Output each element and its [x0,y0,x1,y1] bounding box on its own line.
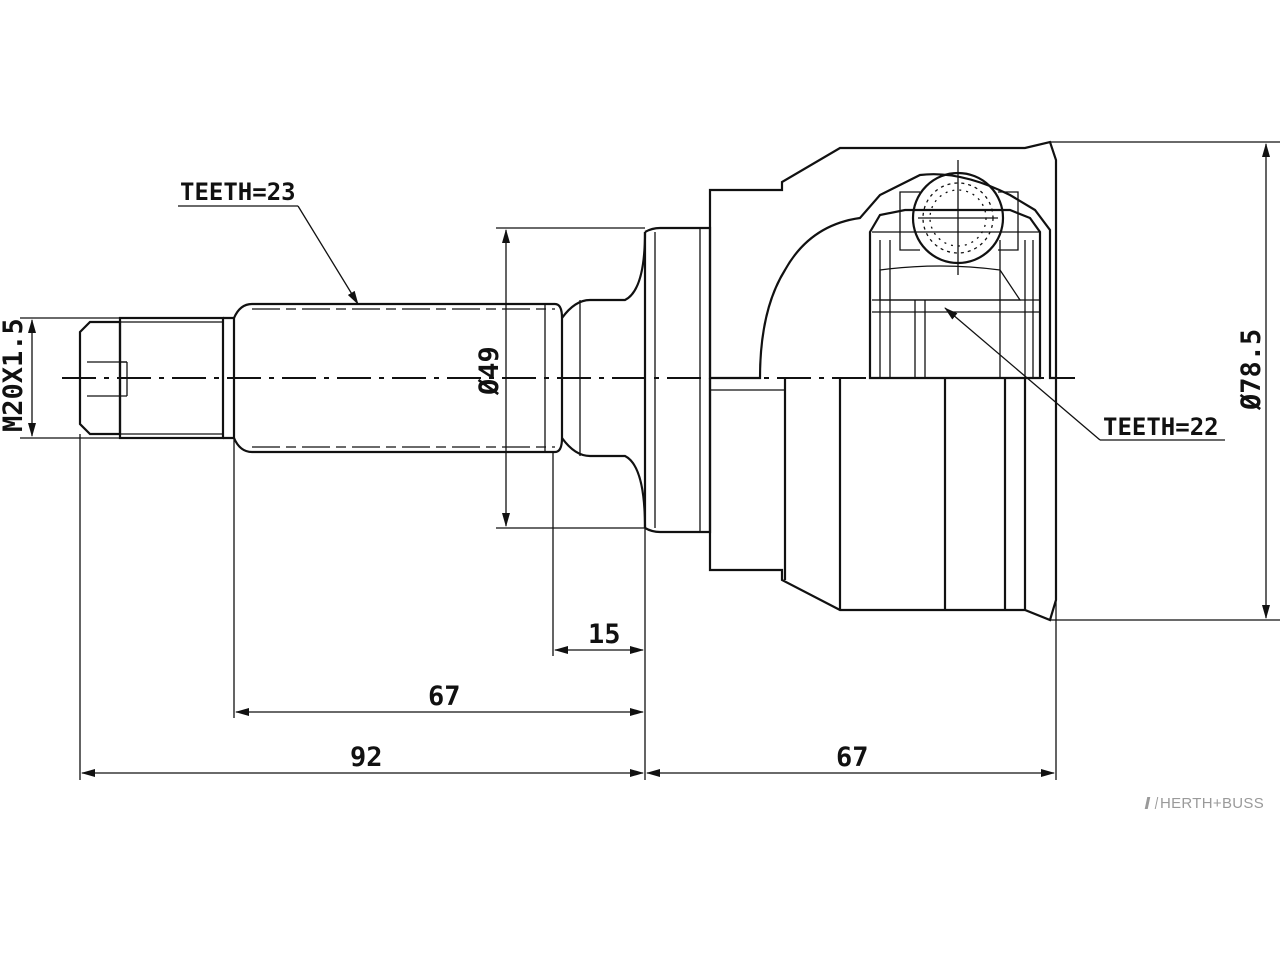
brand-logo: HERTH+BUSS [1144,795,1265,812]
housing-section [708,140,1058,380]
leader-lines [178,205,1225,441]
shaft-diameter-label: Ø49 [474,346,505,396]
brand-mark-icon [1144,797,1159,809]
brand-name: HERTH+BUSS [1160,795,1265,812]
ball-bearing [899,160,1019,275]
dimension-67-shaft: 67 [428,681,461,712]
dimension-67-housing: 67 [836,742,869,773]
extension-lines [20,227,1057,780]
threaded-end [78,316,236,440]
teeth-23-label: TEETH=23 [180,178,296,206]
dimension-15: 15 [588,619,621,650]
teeth-22-label: TEETH=22 [1103,413,1219,441]
housing-diameter-label: Ø78.5 [1236,329,1267,411]
thread-label: M20X1.5 [0,318,29,432]
housing-outline [708,141,1280,622]
dimension-lines [28,143,1270,777]
dimension-92: 92 [350,742,383,773]
shaft-neck [561,226,712,534]
